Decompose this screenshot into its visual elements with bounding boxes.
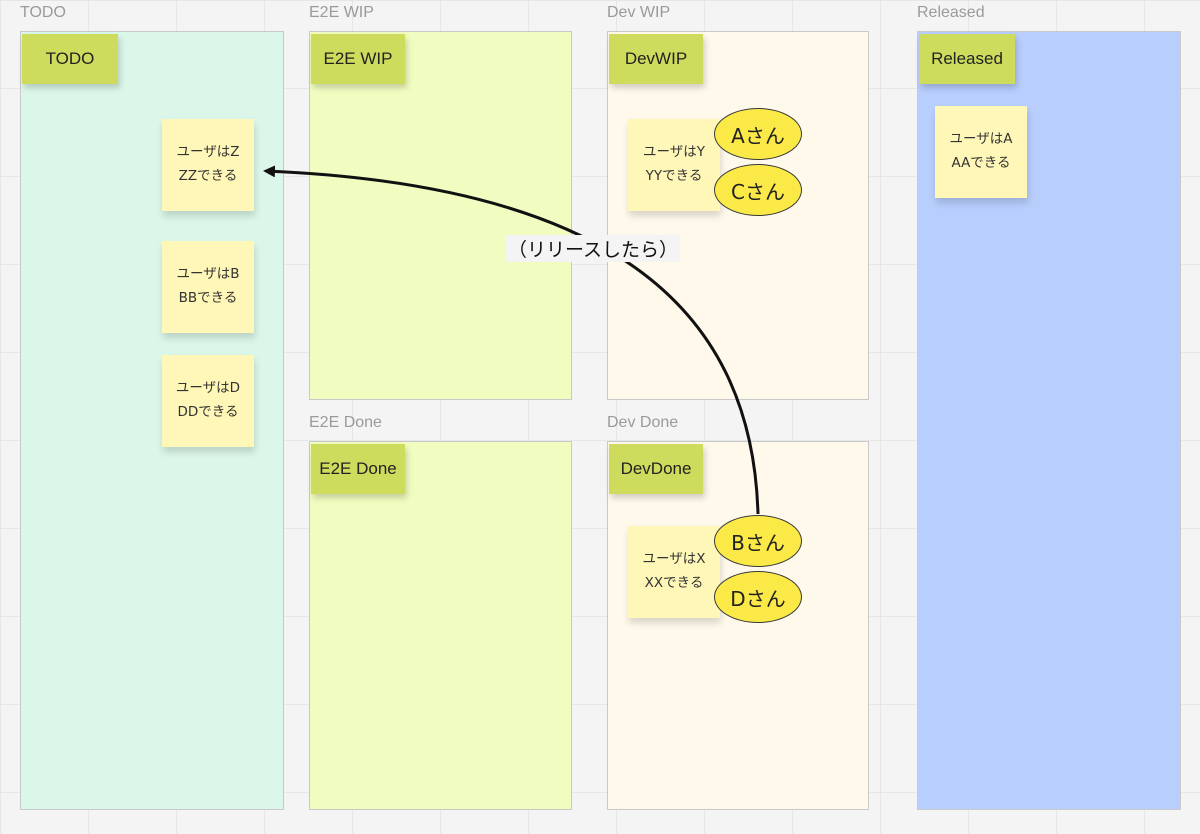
frame-dev-done[interactable]	[607, 441, 869, 810]
sticky-note-bb[interactable]: ユーザはB BBできる	[162, 241, 254, 333]
header-note-dev-done[interactable]: DevDone	[609, 444, 703, 494]
frame-e2e-done[interactable]	[309, 441, 572, 810]
sticky-line: ZZできる	[178, 168, 238, 184]
sticky-note-dd[interactable]: ユーザはD DDできる	[162, 355, 254, 447]
sticky-note-aa[interactable]: ユーザはA AAできる	[935, 106, 1027, 198]
header-note-released[interactable]: Released	[919, 34, 1015, 84]
person-c[interactable]: Cさん	[714, 164, 802, 216]
frame-dev-wip[interactable]	[607, 31, 869, 400]
sticky-line: ユーザはB	[176, 266, 240, 283]
frame-title-e2e-done: E2E Done	[309, 414, 382, 431]
sticky-line: YYできる	[645, 168, 703, 184]
sticky-line: AAできる	[951, 155, 1011, 171]
person-b[interactable]: Bさん	[714, 515, 802, 567]
sticky-line: BBできる	[178, 290, 238, 306]
frame-title-dev-wip: Dev WIP	[607, 4, 671, 21]
sticky-note-xx[interactable]: ユーザはX XXできる	[628, 526, 720, 618]
sticky-line: XXできる	[644, 575, 704, 591]
frame-e2e-wip[interactable]	[309, 31, 572, 400]
sticky-note-yy[interactable]: ユーザはY YYできる	[628, 119, 720, 211]
frame-title-todo: TODO	[20, 4, 66, 21]
header-note-e2e-done[interactable]: E2E Done	[311, 444, 405, 494]
connector-label: （リリースしたら）	[506, 235, 681, 262]
sticky-line: ユーザはZ	[176, 144, 240, 161]
sticky-line: ユーザはD	[175, 380, 241, 397]
person-a[interactable]: Aさん	[714, 108, 802, 160]
frame-title-dev-done: Dev Done	[607, 414, 679, 431]
frame-title-e2e-wip: E2E WIP	[309, 4, 374, 21]
sticky-note-zz[interactable]: ユーザはZ ZZできる	[162, 119, 254, 211]
sticky-line: ユーザはY	[643, 144, 705, 161]
sticky-line: ユーザはA	[949, 131, 1013, 148]
person-d[interactable]: Dさん	[714, 571, 802, 623]
header-note-e2e-wip[interactable]: E2E WIP	[311, 34, 405, 84]
sticky-line: ユーザはX	[642, 551, 706, 568]
header-note-dev-wip[interactable]: DevWIP	[609, 34, 703, 84]
header-note-todo[interactable]: TODO	[22, 34, 118, 84]
frame-title-released: Released	[917, 4, 985, 21]
sticky-line: DDできる	[177, 404, 239, 420]
